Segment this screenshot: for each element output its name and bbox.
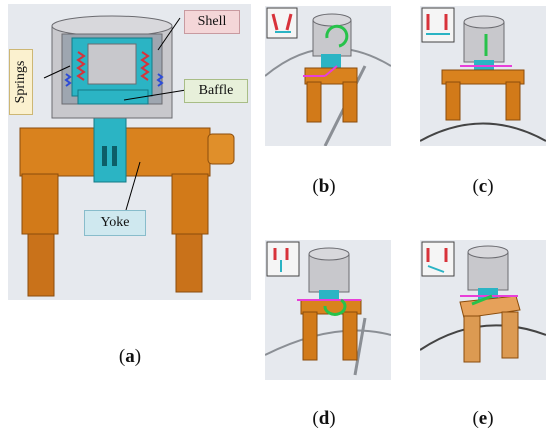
shell-label: Shell bbox=[184, 10, 240, 34]
panel-b bbox=[265, 6, 391, 146]
assembly-drawing bbox=[19, 15, 235, 297]
baffle-label: Baffle bbox=[184, 79, 248, 103]
caption-e: (e) bbox=[472, 408, 494, 429]
panel-a bbox=[8, 4, 251, 300]
caption-d: (d) bbox=[312, 408, 336, 429]
caption-c: (c) bbox=[472, 176, 494, 197]
yoke-left-leg bbox=[21, 173, 59, 235]
baffle-plate bbox=[77, 89, 149, 105]
spring-left bbox=[76, 51, 86, 81]
yoke-side-pin bbox=[207, 133, 235, 165]
panel-e bbox=[420, 240, 546, 380]
yoke-left-jaw bbox=[27, 233, 55, 297]
panel-d bbox=[265, 240, 391, 380]
yoke-label: Yoke bbox=[84, 210, 146, 236]
springs-label: Springs bbox=[9, 49, 33, 115]
panel-c bbox=[420, 6, 546, 146]
yoke-right-jaw bbox=[175, 233, 203, 293]
spring-right bbox=[140, 51, 150, 81]
caption-b: (b) bbox=[312, 176, 336, 197]
caption-a: (a) bbox=[118, 346, 142, 367]
yoke-right-leg bbox=[171, 173, 209, 235]
